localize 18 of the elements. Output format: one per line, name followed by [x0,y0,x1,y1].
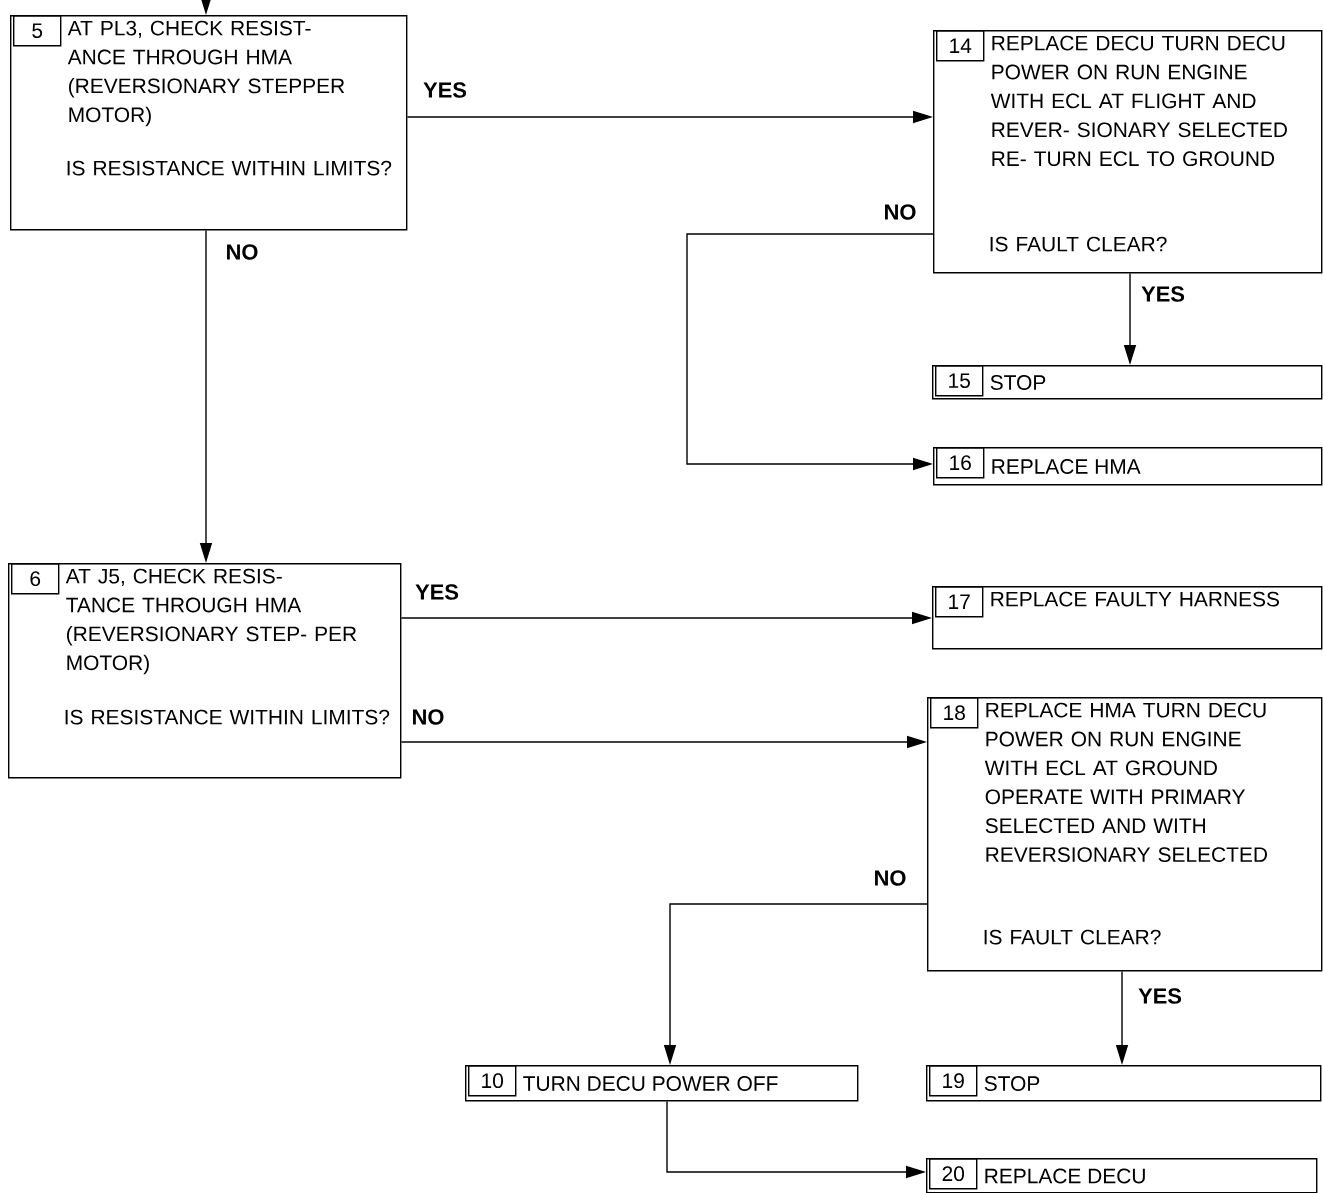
edge-label: YES [414,583,460,601]
process-box: 10 TURN DECU POWER OFF [465,1065,859,1102]
decision-box: 6 AT J5, CHECK RESIS- TANCE THROUGH HMA (REVERSIONARY STEP- PER MOTOR) IS RESISTANCE WITHIN LIMITS? [8,563,402,779]
decision-box: 14 REPLACE DECU TURN DECU POWER ON RUN ENGINE WITH ECL AT FLIGHT AND REVER- SIONARY SELECTED RE- TURN ECL TO GROUND IS FAULT CLEAR? [933,30,1323,274]
edge-label: NO [410,708,446,726]
edge-label: NO [882,203,918,221]
decision-box: 18 REPLACE HMA TURN DECU POWER ON RUN ENGINE WITH ECL AT GROUND OPERATE WITH PRIMARY SELECTED AND WITH REVERSIONARY SELECTED IS FAULT CLEAR? [927,697,1323,972]
process-box: 16 REPLACE HMA [933,447,1323,486]
decision-box: 5 AT PL3, CHECK RESIST- ANCE THROUGH HMA (REVERSIONARY STEPPER MOTOR) IS RESISTANCE WITHIN LIMITS? [10,15,408,231]
edge-label: NO [872,869,908,887]
process-box: 20 REPLACE DECU [926,1158,1318,1193]
edge-label: NO [224,243,260,261]
edge-label: YES [1140,285,1186,303]
edge-label: YES [422,81,468,99]
process-box: 15 STOP [932,365,1323,400]
edge-label: YES [1137,987,1183,1005]
process-box: 19 STOP [926,1065,1322,1102]
process-box: 17 REPLACE FAULTY HARNESS [932,586,1323,650]
